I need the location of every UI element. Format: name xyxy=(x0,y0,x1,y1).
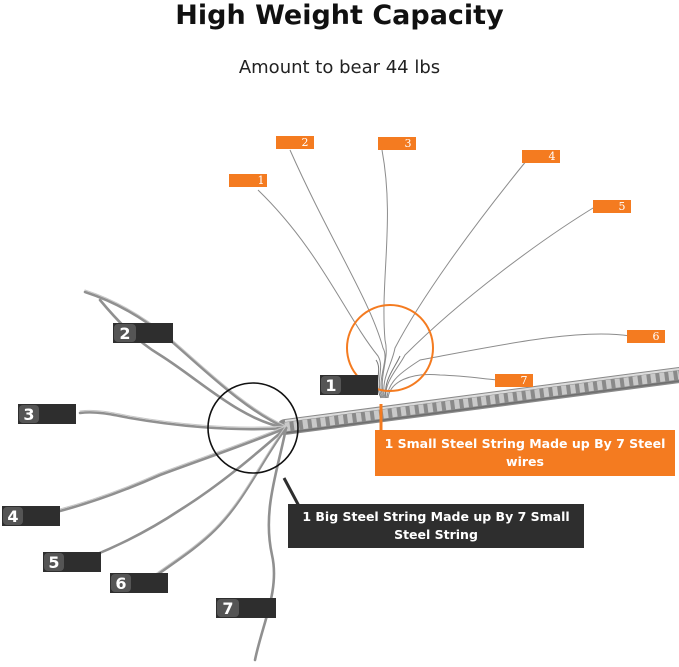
big-strands-highlight xyxy=(29,289,287,579)
orange-tag-6-label: 6 xyxy=(653,330,660,343)
fine-wires xyxy=(257,149,631,399)
orange-tag-2: 2 xyxy=(276,136,314,149)
big-strands xyxy=(28,290,288,662)
dark-tag-1: 1 xyxy=(320,375,378,395)
orange-tag-4-label: 4 xyxy=(549,150,556,163)
orange-tag-7-label: 7 xyxy=(521,374,528,387)
dark-tag-5: 5 xyxy=(43,552,101,572)
orange-tag-6: 6 xyxy=(627,330,665,343)
small-string-callout: 1 Small Steel String Made up By 7 Steel … xyxy=(375,430,675,476)
dark-tag-7: 7 xyxy=(216,598,276,618)
dark-tag-4-label: 4 xyxy=(7,507,18,526)
orange-magnifier-circle xyxy=(346,304,434,392)
dark-tag-3-label: 3 xyxy=(23,405,34,424)
dark-tag-6: 6 xyxy=(110,573,168,593)
orange-tag-3-label: 3 xyxy=(405,137,412,150)
orange-tag-5-label: 5 xyxy=(619,200,626,213)
orange-tag-2-label: 2 xyxy=(302,136,309,149)
page-subtitle: Amount to bear 44 lbs xyxy=(238,57,441,78)
orange-tag-1-label: 1 xyxy=(258,174,265,187)
dark-tag-2: 2 xyxy=(113,323,173,343)
dark-tag-7-label: 7 xyxy=(222,599,233,618)
dark-tag-5-label: 5 xyxy=(48,553,59,572)
orange-tag-5: 5 xyxy=(593,200,631,213)
dark-tag-2-label: 2 xyxy=(119,324,130,343)
orange-tag-3: 3 xyxy=(378,137,416,150)
orange-tag-4: 4 xyxy=(522,150,560,163)
page-title: High Weight Capacity xyxy=(175,0,504,31)
big-string-callout: 1 Big Steel String Made up By 7 Small St… xyxy=(288,504,584,548)
main-cable xyxy=(277,367,679,435)
orange-tag-1: 1 xyxy=(229,174,267,187)
orange-tag-7: 7 xyxy=(495,374,533,387)
dark-tag-4: 4 xyxy=(2,506,60,526)
dark-tag-1-label: 1 xyxy=(325,376,336,395)
dark-callout-connector xyxy=(282,477,302,509)
dark-tag-3: 3 xyxy=(18,404,76,424)
dark-tag-6-label: 6 xyxy=(115,574,126,593)
black-magnifier-circle xyxy=(207,382,299,474)
